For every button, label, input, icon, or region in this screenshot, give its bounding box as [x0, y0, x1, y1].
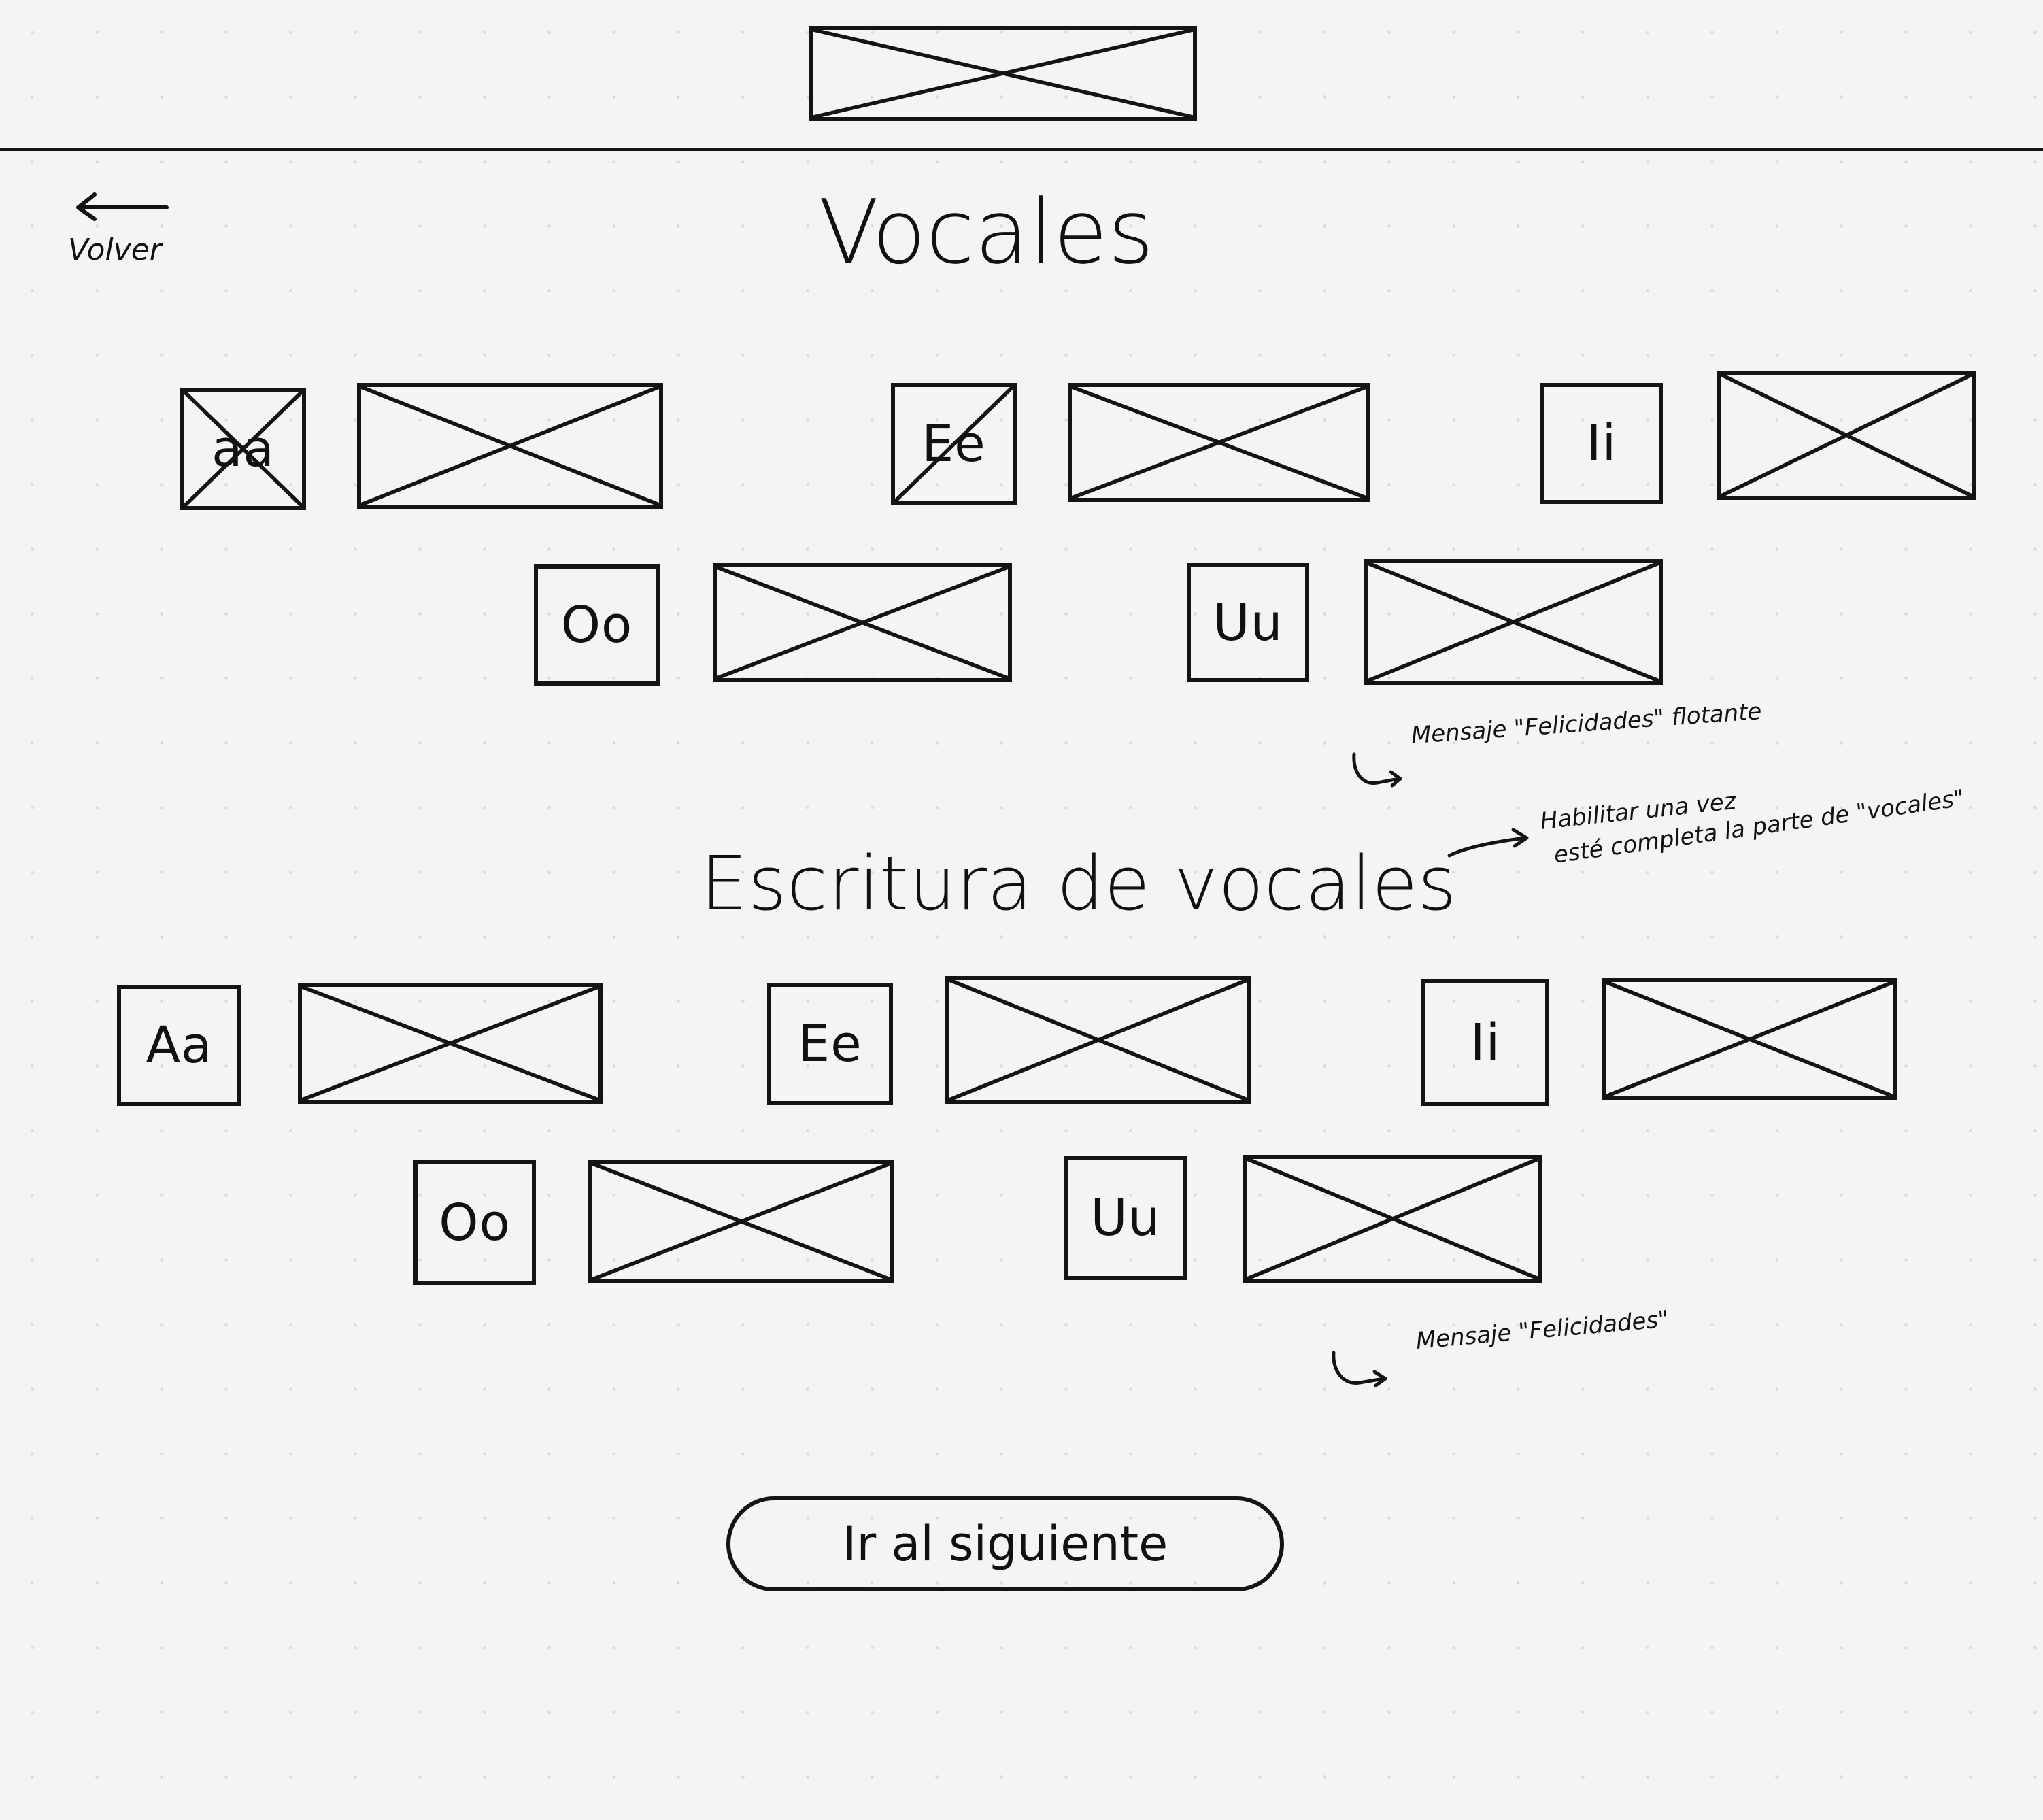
writing-card-a[interactable]: Aa: [117, 985, 241, 1106]
vowel-card-a[interactable]: aa: [180, 388, 306, 510]
note-congrats-message: Mensaje "Felicidades": [1415, 1305, 1670, 1355]
vowel-card-e[interactable]: Ee: [891, 383, 1017, 505]
note-floating-message: Mensaje "Felicidades" flotante: [1410, 698, 1763, 749]
vowel-letter: Uu: [1090, 1189, 1161, 1247]
vowel-letter: Ii: [1470, 1013, 1501, 1072]
arrow-left-icon: [76, 192, 169, 221]
section-title-vocales: Vocales: [818, 180, 1154, 284]
next-button-label: Ir al siguiente: [842, 1516, 1168, 1572]
note-enable-arrow: [1445, 823, 1534, 864]
back-button[interactable]: Volver: [68, 190, 184, 279]
vowel-image-placeholder-o: [713, 563, 1012, 682]
header-logo-placeholder: [809, 26, 1197, 121]
note-hook-arrow-2: [1330, 1350, 1398, 1391]
vowel-letter: aa: [212, 420, 275, 478]
writing-card-e[interactable]: Ee: [767, 983, 893, 1105]
vowel-letter: Oo: [439, 1193, 511, 1252]
writing-card-o[interactable]: Oo: [413, 1160, 536, 1285]
vowel-image-placeholder-e: [1068, 383, 1370, 502]
back-label: Volver: [68, 233, 162, 267]
writing-image-placeholder-u: [1243, 1155, 1542, 1283]
vowel-card-u[interactable]: Uu: [1187, 563, 1309, 682]
vowel-letter: Aa: [146, 1016, 213, 1075]
writing-card-u[interactable]: Uu: [1064, 1156, 1187, 1280]
vowel-letter: Oo: [560, 596, 633, 654]
writing-image-placeholder-i: [1602, 978, 1897, 1100]
vowel-card-i[interactable]: Ii: [1540, 383, 1663, 504]
header-divider: [0, 148, 2043, 151]
writing-card-i[interactable]: Ii: [1421, 979, 1549, 1106]
vowel-letter: Uu: [1213, 593, 1283, 652]
vowel-image-placeholder-a: [357, 383, 663, 509]
vowel-letter: Ee: [798, 1015, 862, 1073]
writing-image-placeholder-o: [588, 1160, 894, 1283]
next-button[interactable]: Ir al siguiente: [726, 1496, 1284, 1591]
section-title-escritura: Escritura de vocales: [700, 840, 1457, 927]
vowel-image-placeholder-i: [1717, 371, 1976, 500]
writing-image-placeholder-e: [945, 976, 1251, 1104]
writing-image-placeholder-a: [298, 983, 603, 1104]
vowel-image-placeholder-u: [1364, 559, 1663, 685]
note-hook-arrow: [1350, 752, 1411, 792]
vowel-letter: Ii: [1586, 414, 1617, 473]
vowel-letter: Ee: [922, 415, 986, 473]
vowel-card-o[interactable]: Oo: [534, 564, 660, 686]
